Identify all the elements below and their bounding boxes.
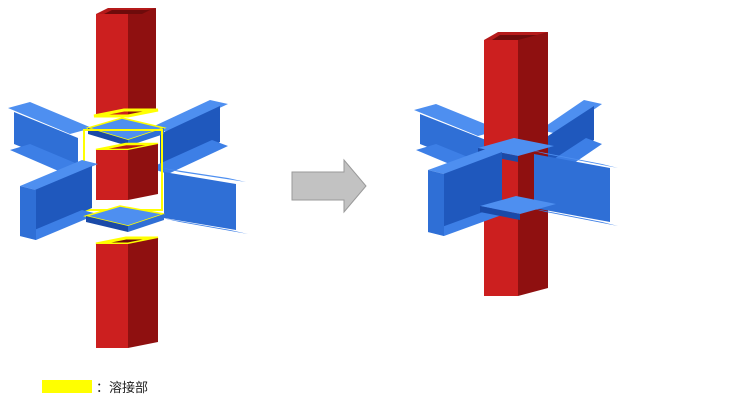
beam-back-right xyxy=(150,100,228,174)
lower-diaphragm xyxy=(83,205,165,232)
legend-label-text: 溶接部 xyxy=(109,380,149,396)
assembled-beam-front-left xyxy=(428,146,510,236)
upper-diaphragm xyxy=(85,117,167,146)
assembled-column-lower-face xyxy=(500,220,518,296)
assembled-lower-diaphragm xyxy=(480,196,556,220)
legend-separator: ： xyxy=(96,380,110,396)
assembled-joint xyxy=(414,32,618,296)
beam-front-left xyxy=(20,160,98,240)
legend: ：溶接部 xyxy=(42,376,148,396)
assembled-beam-front-right xyxy=(530,150,618,226)
right-arrow-icon xyxy=(291,158,367,214)
legend-label: ：溶接部 xyxy=(96,377,148,396)
exploded-joint xyxy=(8,8,248,348)
upper-column xyxy=(93,8,159,118)
weld-swatch xyxy=(42,379,92,393)
lower-column xyxy=(95,236,159,348)
beam-front-right xyxy=(162,168,248,234)
